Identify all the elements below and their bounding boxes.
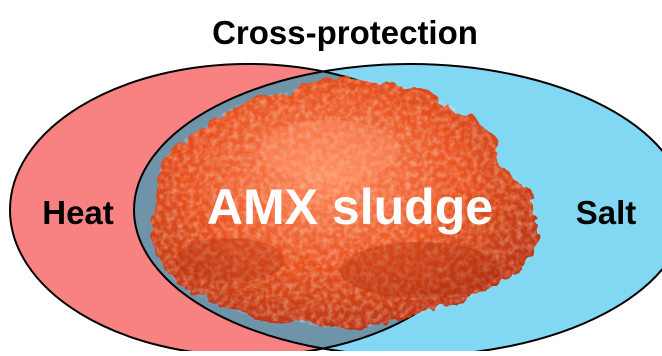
salt-label: Salt (576, 194, 637, 231)
diagram-title: Cross-protection (212, 14, 478, 51)
amx-sludge-label: AMX sludge (207, 179, 493, 235)
heat-label: Heat (42, 194, 114, 231)
